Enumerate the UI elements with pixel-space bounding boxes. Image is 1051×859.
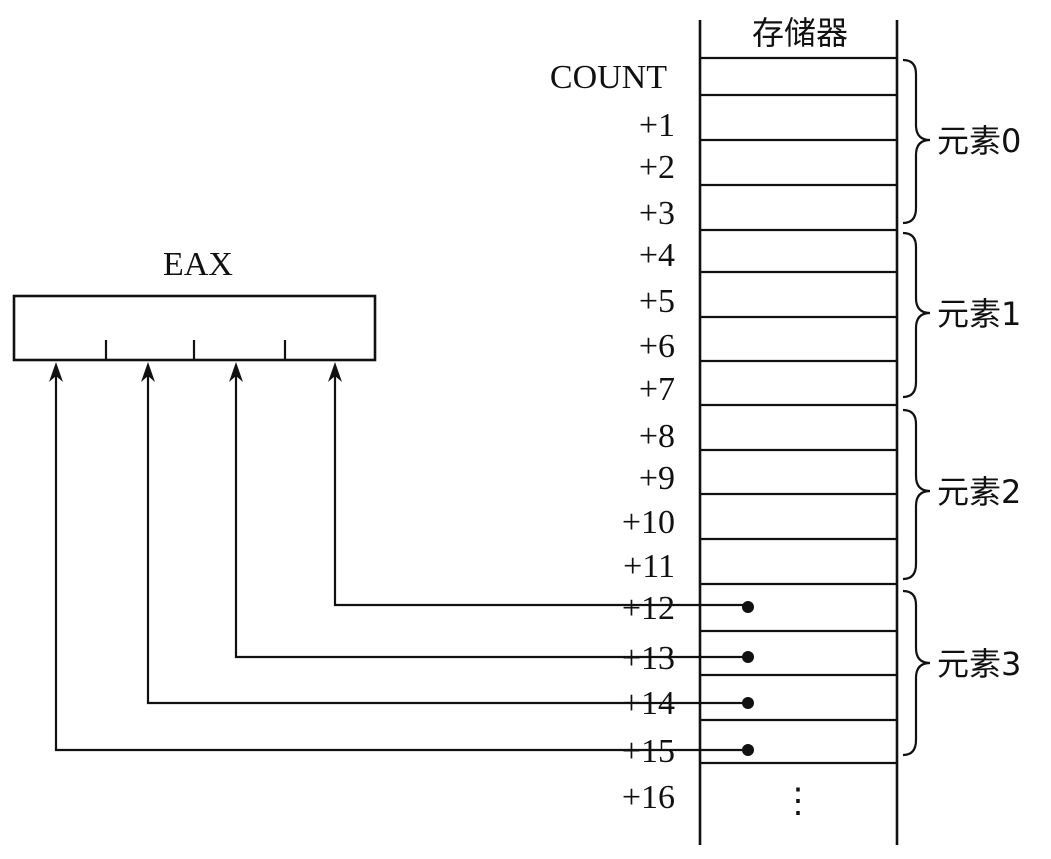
memory-offset-labels: COUNT +1 +2 +3 +4 +5 +6 +7 +8 +9 +10 +11… [550, 59, 675, 816]
element-brace [902, 589, 931, 757]
offset-label: +13 [622, 640, 675, 677]
byte-dot [742, 744, 754, 756]
offset-label: +5 [639, 283, 675, 320]
offset-label: +9 [639, 460, 675, 497]
load-arrow-byte-14 [146, 374, 748, 705]
element-label: 元素3 [937, 645, 1021, 683]
eax-register: EAX [12, 246, 377, 362]
element-labels: 元素0 元素1 元素2 元素3 [937, 122, 1021, 683]
offset-label: +6 [639, 328, 675, 365]
arrow-head [328, 362, 342, 382]
element-brace [902, 408, 931, 581]
element-label: 元素2 [937, 473, 1021, 511]
offset-label: +4 [639, 237, 675, 274]
byte-dot [742, 601, 754, 613]
offset-label: +8 [639, 418, 675, 455]
element-brace [902, 231, 931, 399]
offset-label: +10 [622, 504, 675, 541]
offset-label: +7 [639, 371, 675, 408]
offset-label: +11 [623, 548, 675, 585]
offset-label: +15 [622, 733, 675, 770]
element-label: 元素1 [937, 295, 1021, 333]
load-arrow-byte-15 [54, 374, 748, 752]
element-brace [902, 58, 931, 225]
load-arrow-byte-13 [234, 374, 748, 659]
register-label: EAX [163, 246, 233, 283]
byte-dot [742, 651, 754, 663]
memory-column [698, 20, 899, 845]
continuation-ellipsis: ⋮ [781, 783, 815, 820]
element-label: 元素0 [937, 122, 1021, 160]
offset-label: +2 [639, 149, 675, 186]
base-address-label: COUNT [550, 59, 667, 96]
offset-label: +1 [639, 107, 675, 144]
memory-cells [700, 56, 897, 765]
arrow-head [229, 362, 243, 382]
load-arrows [49, 362, 754, 756]
offset-label: +3 [639, 195, 675, 232]
arrow-head [49, 362, 63, 382]
load-arrow-byte-12 [333, 374, 748, 607]
memory-title: 存储器 [752, 14, 848, 52]
offset-label: +12 [622, 590, 675, 627]
byte-dot [742, 697, 754, 709]
offset-label: +16 [622, 779, 675, 816]
arrow-head [141, 362, 155, 382]
element-braces [902, 58, 931, 757]
